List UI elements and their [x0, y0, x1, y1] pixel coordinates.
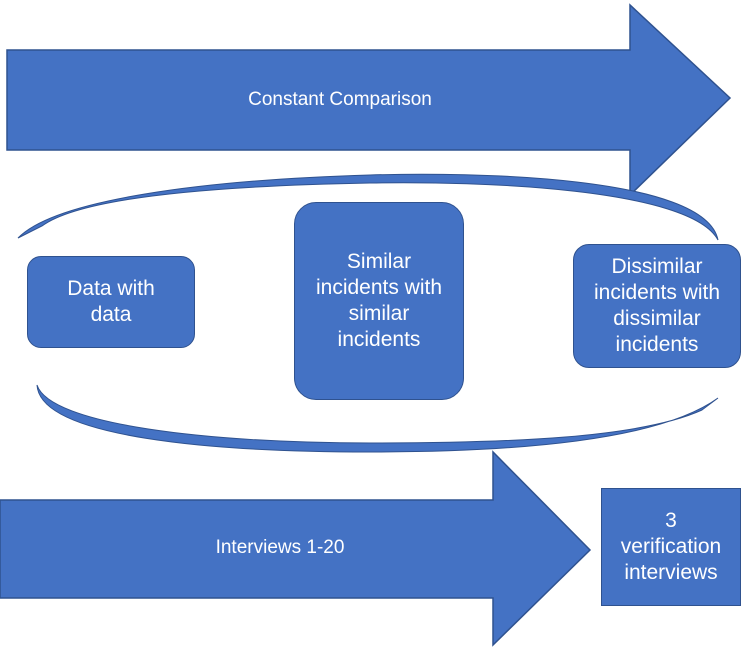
- similar-incidents-text: Similar incidents with similar incidents: [315, 249, 443, 352]
- top-arrow: [6, 3, 732, 197]
- cycle-arrow-bottom: [36, 384, 719, 453]
- verification-interviews-box: 3 verification interviews: [601, 488, 741, 606]
- cycle-arrow-top: [17, 173, 719, 241]
- top-arrow-label: Constant Comparison: [248, 89, 432, 110]
- dissimilar-incidents-text: Dissimilar incidents with dissimilar inc…: [593, 254, 721, 357]
- data-with-data-box: Data with data: [27, 256, 195, 348]
- similar-incidents-box: Similar incidents with similar incidents: [294, 202, 464, 400]
- bottom-arrow: [0, 450, 592, 647]
- data-with-data-text: Data with data: [67, 276, 155, 326]
- verification-interviews-text: 3 verification interviews: [620, 508, 722, 585]
- bottom-arrow-label: Interviews 1-20: [215, 537, 345, 558]
- dissimilar-incidents-box: Dissimilar incidents with dissimilar inc…: [573, 244, 741, 368]
